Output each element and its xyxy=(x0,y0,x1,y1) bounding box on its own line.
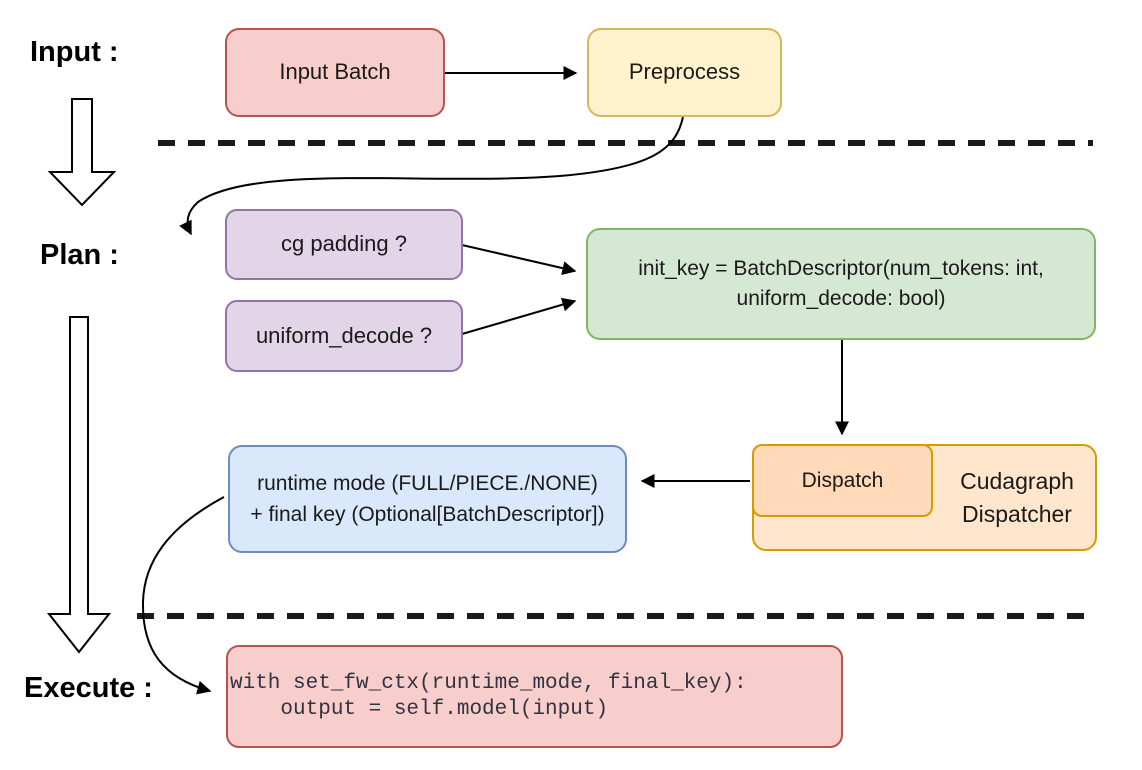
node-dispatch-label: Dispatch xyxy=(801,468,884,492)
section-label-execute: Execute : xyxy=(24,672,153,704)
edge-cg-padding-to-init-key xyxy=(461,244,577,275)
cudagraph-dispatcher-line1: Cudagraph xyxy=(960,467,1074,494)
node-runtime-key: runtime mode (FULL/PIECE./NONE) + final … xyxy=(228,445,627,553)
node-runtime-key-line1: runtime mode (FULL/PIECE./NONE) xyxy=(257,472,598,495)
cudagraph-dispatcher-label: Cudagraph Dispatcher xyxy=(935,446,1099,549)
cudagraph-dispatcher-line2: Dispatcher xyxy=(962,500,1072,527)
node-init-key-line2: uniform_decode: bool) xyxy=(736,287,946,310)
node-execute-code: with set_fw_ctx(runtime_mode, final_key)… xyxy=(226,645,843,748)
node-dispatch: Dispatch xyxy=(752,444,933,517)
node-init-key-line1: init_key = BatchDescriptor(num_tokens: i… xyxy=(638,257,1044,280)
node-runtime-key-line2: + final key (Optional[BatchDescriptor]) xyxy=(250,503,605,526)
node-uniform-decode: uniform_decode ? xyxy=(225,300,463,372)
node-uniform-decode-label: uniform_decode ? xyxy=(255,322,433,348)
section-arrow-input-to-plan xyxy=(47,98,117,207)
node-input-batch-label: Input Batch xyxy=(279,59,391,85)
section-label-input: Input : xyxy=(30,36,119,68)
execute-code-line1: with set_fw_ctx(runtime_mode, final_key)… xyxy=(230,671,747,695)
section-arrow-plan-to-execute xyxy=(46,316,112,654)
edge-preprocess-to-cg-padding xyxy=(179,116,684,236)
execute-code-line2: output = self.model(input) xyxy=(230,697,609,721)
node-preprocess: Preprocess xyxy=(587,28,782,117)
node-input-batch: Input Batch xyxy=(225,28,445,117)
node-preprocess-label: Preprocess xyxy=(628,59,741,85)
edge-uniform-decode-to-init-key xyxy=(461,297,577,335)
edge-runtime-key-to-execute-code xyxy=(141,496,225,695)
node-init-key: init_key = BatchDescriptor(num_tokens: i… xyxy=(586,228,1096,340)
node-cg-padding-label: cg padding ? xyxy=(281,231,407,257)
section-label-plan: Plan : xyxy=(40,239,119,271)
node-cg-padding: cg padding ? xyxy=(225,209,463,280)
